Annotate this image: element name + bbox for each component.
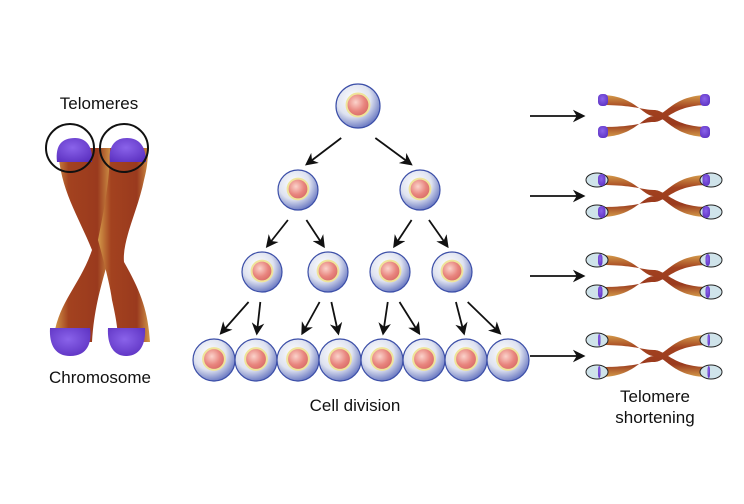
chromatid <box>600 255 708 297</box>
telomere-cap <box>598 126 608 138</box>
cell-nucleus <box>202 347 226 371</box>
cell <box>402 338 446 382</box>
division-arrow <box>378 301 391 336</box>
division-arrow <box>304 137 342 166</box>
division-arrow <box>428 219 449 249</box>
chromosome-stage-3 <box>585 252 723 300</box>
chromosome-label: Chromosome <box>48 368 152 387</box>
telomere-highlight-circle-left <box>45 123 95 173</box>
telomere-cap <box>707 334 710 346</box>
telomere-cap <box>702 174 710 186</box>
chromatid-right <box>98 148 150 342</box>
telomere-cap <box>707 366 710 378</box>
cell <box>234 338 278 382</box>
telomere-shortening-series <box>530 94 723 380</box>
telomere-shortening-label-line2: shortening <box>615 408 695 427</box>
cell-nucleus <box>378 259 402 283</box>
lost-telomere-outline <box>699 332 723 348</box>
division-arrow <box>374 137 413 166</box>
cell-nucleus <box>328 347 352 371</box>
telomere-shortening-label-line1: Telomere <box>620 387 690 406</box>
chromatid <box>600 335 708 377</box>
division-arrows <box>219 137 502 336</box>
lost-telomere-outline <box>699 252 723 268</box>
cell-nucleus <box>440 259 464 283</box>
cell-nucleus <box>412 347 436 371</box>
division-arrow <box>265 219 289 248</box>
cell-nucleus <box>345 92 371 118</box>
cell-nucleus <box>370 347 394 371</box>
cell <box>444 338 488 382</box>
division-arrow <box>219 301 250 335</box>
telomere-cap <box>598 286 603 298</box>
cell <box>431 251 473 293</box>
chromatid-left <box>54 148 112 342</box>
telomere-cap <box>598 94 608 106</box>
cell <box>241 251 283 293</box>
telomere-cap <box>598 254 603 266</box>
cell-nucleus <box>496 347 520 371</box>
cell <box>335 83 381 129</box>
chromosome-large <box>45 123 150 356</box>
cell-division-label: Cell division <box>309 396 401 415</box>
cell <box>277 169 319 211</box>
telomere-bottom-right <box>107 328 146 356</box>
telomere-cap <box>700 94 710 106</box>
cell <box>369 251 411 293</box>
cell <box>276 338 320 382</box>
chromosome-stage-1 <box>598 94 710 138</box>
telomere-cap <box>700 126 710 138</box>
telomere-top-left <box>56 138 93 162</box>
chromosome-stage-4 <box>585 332 723 380</box>
division-arrow <box>305 219 325 249</box>
cell <box>360 338 404 382</box>
telomere-top-right <box>109 138 146 162</box>
lost-telomere-outline <box>699 364 723 380</box>
division-arrow <box>467 301 502 335</box>
cell <box>192 338 236 382</box>
cell <box>318 338 362 382</box>
telomere-cap <box>705 286 710 298</box>
telomere-cap <box>598 334 601 346</box>
telomeres-label: Telomeres <box>59 94 139 113</box>
chromatid <box>600 95 708 137</box>
division-arrow <box>329 301 343 336</box>
lost-telomere-outline <box>585 252 609 268</box>
cell-nucleus <box>286 177 310 201</box>
telomere-cap <box>598 174 606 186</box>
cell-nucleus <box>250 259 274 283</box>
telomere-highlight-circle-right <box>99 123 149 173</box>
cell-nucleus <box>316 259 340 283</box>
telomere-cap <box>702 206 710 218</box>
cell-division-tree <box>192 83 530 382</box>
telomere-cap <box>598 206 606 218</box>
chromosome-stage-2 <box>585 172 723 220</box>
telomere-bottom-left <box>49 328 91 356</box>
cell <box>307 251 349 293</box>
lost-telomere-outline <box>585 332 609 348</box>
cell <box>486 338 530 382</box>
cell <box>399 169 441 211</box>
cell-nucleus <box>286 347 310 371</box>
cell-nucleus <box>408 177 432 201</box>
telomere-cap <box>705 254 710 266</box>
division-arrow <box>398 301 421 336</box>
division-arrow <box>393 219 413 249</box>
division-arrow <box>301 301 321 336</box>
lost-telomere-outline <box>699 284 723 300</box>
telomere-cap <box>598 366 601 378</box>
lost-telomere-outline <box>585 364 609 380</box>
chromatid <box>600 175 708 217</box>
division-arrow <box>251 301 265 336</box>
cell-nucleus <box>244 347 268 371</box>
cell-nucleus <box>454 347 478 371</box>
division-arrow <box>455 301 468 336</box>
lost-telomere-outline <box>585 284 609 300</box>
